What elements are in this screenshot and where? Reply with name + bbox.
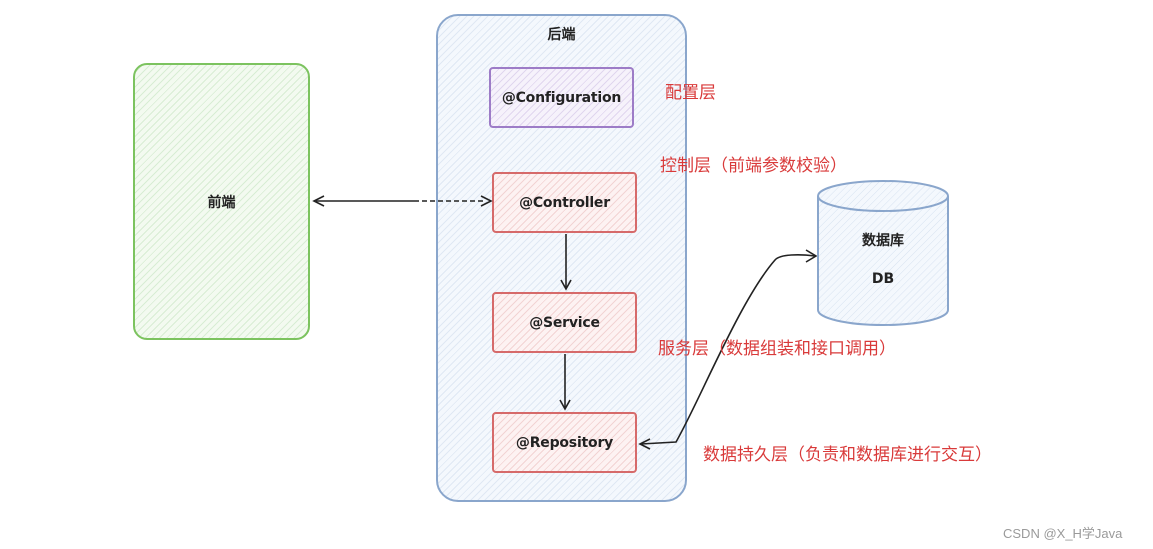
- service-layer-annotation: 服务层（数据组装和接口调用）: [658, 339, 896, 359]
- repository-layer-label: @Repository: [515, 434, 614, 451]
- control-layer-annotation: 控制层（前端参数校验）: [660, 156, 847, 176]
- service-layer-box: @Service: [492, 292, 637, 353]
- watermark: CSDN @X_H学Java: [1003, 526, 1123, 541]
- controller-layer-box: @Controller: [492, 172, 637, 233]
- database-subtitle: DB: [872, 271, 894, 287]
- persistence-layer-annotation: 数据持久层（负责和数据库进行交互）: [703, 445, 992, 465]
- controller-service-arrow: [560, 234, 572, 291]
- backend-title: 后端: [547, 27, 576, 43]
- repository-db-arrow: [638, 249, 818, 450]
- database-cylinder: 数据库 DB: [817, 180, 949, 326]
- configuration-layer-label: @Configuration: [501, 89, 622, 106]
- repository-layer-box: @Repository: [492, 412, 637, 473]
- service-repository-arrow: [559, 354, 571, 411]
- service-layer-label: @Service: [529, 314, 600, 331]
- configuration-layer-box: @Configuration: [489, 67, 634, 128]
- controller-layer-label: @Controller: [519, 194, 610, 211]
- config-layer-annotation: 配置层: [665, 83, 716, 103]
- frontend-controller-arrow: [312, 195, 493, 207]
- database-title: 数据库: [862, 232, 904, 249]
- frontend-box: 前端: [133, 63, 310, 340]
- frontend-label: 前端: [207, 194, 236, 211]
